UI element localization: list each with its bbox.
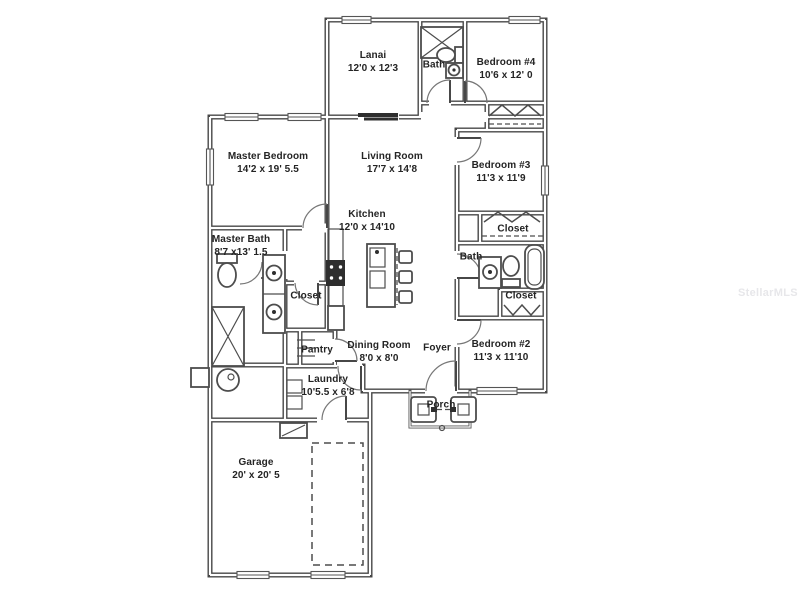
window: [236, 570, 270, 580]
door-arc: [321, 395, 347, 421]
door-arc: [302, 203, 328, 229]
room-label-closet-master: Closet: [290, 290, 322, 302]
shower-icon: [211, 306, 245, 367]
doors: [239, 79, 488, 421]
garage-storage-dashed: [311, 442, 364, 566]
door-arc: [456, 319, 482, 345]
attic-access-icon: [279, 422, 308, 439]
window: [224, 112, 259, 122]
door-arc: [337, 365, 362, 391]
ac-pad: [190, 367, 210, 388]
room-label-pantry: Pantry: [301, 344, 333, 356]
porch-roofline: [431, 407, 456, 432]
window: [508, 15, 541, 25]
wall-openings: [280, 98, 486, 425]
window: [287, 112, 322, 122]
range-icon: [326, 260, 345, 286]
bifold-door-icon: [503, 303, 541, 317]
window: [310, 570, 346, 580]
door-arc: [426, 79, 451, 104]
room-label-foyer: Foyer: [423, 342, 451, 354]
door-arc: [456, 137, 482, 163]
windows: [205, 15, 550, 580]
window: [205, 148, 215, 186]
door-arc: [239, 261, 263, 285]
fridge-icon: [327, 305, 345, 331]
sliding-door-icon: [358, 113, 398, 121]
room-label-closet-bed2: Closet: [505, 290, 537, 302]
stool-icon: [398, 250, 413, 264]
stool-icon: [398, 270, 413, 284]
room-label-porch: Porch: [426, 399, 456, 411]
window: [341, 15, 372, 25]
pantry-shelves: [297, 339, 315, 357]
bifold-door-icon: [482, 211, 543, 237]
toilet-icon: [501, 255, 521, 288]
room-label-closet-bed3: Closet: [497, 223, 529, 235]
room-label-bath-top: Bath: [422, 59, 446, 71]
door-arc: [294, 282, 319, 306]
room-label-bath-right: Bath: [459, 251, 483, 263]
bifold-door-icon: [488, 104, 542, 125]
water-heater-icon: [216, 368, 240, 392]
toilet-icon: [216, 253, 238, 288]
closet-doors: [297, 104, 543, 357]
door-arc: [425, 360, 457, 392]
sink-icon: [478, 256, 502, 289]
window: [540, 165, 550, 196]
sink-icon: [445, 62, 464, 79]
watermark: StellarMLS: [738, 287, 798, 299]
door-arc: [464, 80, 488, 104]
door-arc: [334, 338, 358, 362]
bathtub-icon: [524, 244, 545, 290]
kitchen-island: [366, 243, 398, 308]
vanity-double-sink: [262, 254, 286, 334]
stool-icon: [398, 290, 413, 304]
window: [476, 386, 518, 396]
washer-dryer-icon: [286, 379, 303, 410]
